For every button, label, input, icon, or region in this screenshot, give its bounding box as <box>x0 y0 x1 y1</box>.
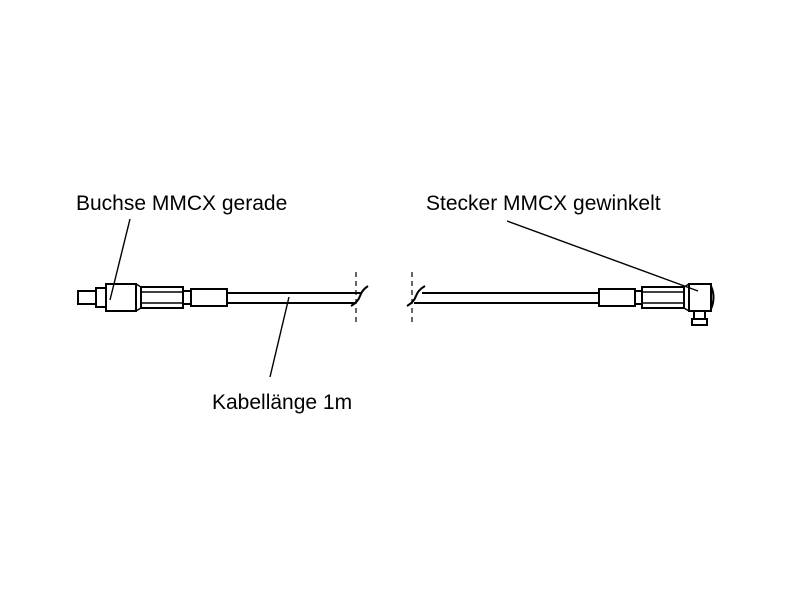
jack-crimp-sleeve <box>190 288 228 307</box>
label-left-connector: Buchse MMCX gerade <box>76 192 287 215</box>
leader-right-connector <box>506 220 699 292</box>
plug-hex-nut <box>641 286 685 309</box>
jack-hex-nut <box>140 286 184 309</box>
jack-ferrule <box>182 290 192 305</box>
jack-body <box>105 283 137 312</box>
right-connector-plug <box>598 283 715 326</box>
plug-rounded-cap <box>710 285 715 310</box>
plug-ferrule <box>634 290 643 305</box>
cable-left-segment <box>227 272 369 322</box>
label-cable-length: Kabellänge 1m <box>212 391 352 414</box>
leader-cable-length <box>269 296 290 378</box>
cable-right-segment <box>406 272 599 322</box>
plug-crimp-sleeve <box>598 288 636 307</box>
label-right-connector: Stecker MMCX gewinkelt <box>426 192 661 215</box>
plug-angle-body <box>688 283 712 312</box>
left-connector-jack <box>77 283 228 312</box>
break-mark-left <box>350 285 369 307</box>
leader-left-connector <box>109 218 131 301</box>
plug-pin-collar <box>693 310 706 320</box>
jack-tip <box>77 290 97 305</box>
jack-collar <box>95 287 107 308</box>
break-mark-right <box>406 285 426 307</box>
plug-pin-tip <box>691 318 708 326</box>
